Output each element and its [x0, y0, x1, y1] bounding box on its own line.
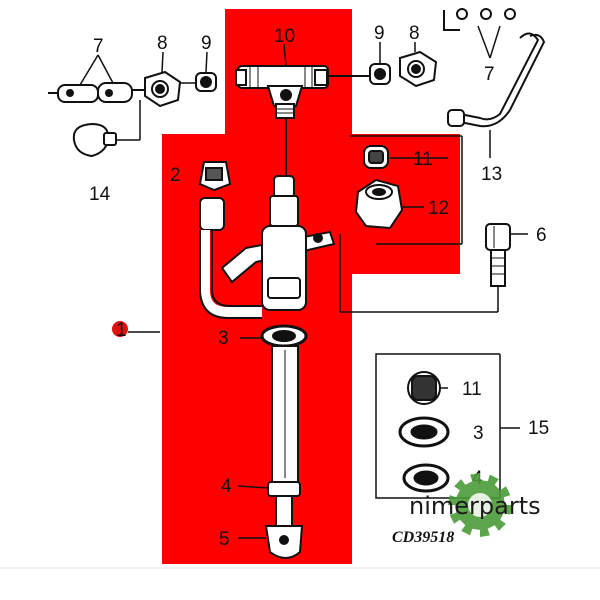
label-6: 6 — [536, 225, 547, 246]
drawing-code: CD39518 — [392, 529, 454, 546]
label-4-main: 4 — [221, 476, 232, 497]
label-7-left: 7 — [93, 36, 104, 57]
label-11-top: 11 — [413, 149, 433, 170]
label-1: 1 — [116, 320, 127, 341]
pipe-segment-left — [48, 82, 133, 103]
nut-left — [144, 51, 182, 108]
nut-right — [399, 42, 438, 88]
label-9-left: 9 — [201, 33, 212, 54]
marker-dot — [112, 321, 128, 337]
label-11-kit: 11 — [462, 379, 482, 400]
label-3-main: 3 — [218, 328, 229, 349]
label-12: 12 — [428, 198, 449, 219]
label-2: 2 — [170, 165, 181, 186]
tee-fitting — [235, 65, 329, 119]
washer-right — [369, 42, 391, 85]
seal-top — [363, 145, 389, 169]
label-3-kit: 3 — [473, 423, 484, 444]
return-pipe — [443, 8, 546, 128]
label-15: 15 — [528, 418, 549, 439]
cap — [198, 161, 232, 192]
label-10: 10 — [274, 26, 295, 47]
kit-seal-11 — [407, 371, 441, 405]
label-13: 13 — [481, 164, 502, 185]
washer-left — [195, 51, 217, 92]
nimerparts-watermark: nimerparts — [409, 473, 541, 537]
watermark-brand: nimerparts — [409, 492, 541, 520]
label-5: 5 — [219, 529, 230, 550]
nut-12 — [354, 178, 404, 230]
label-8-right: 8 — [409, 23, 420, 44]
label-7-right: 7 — [484, 64, 495, 85]
injector-assembly — [199, 175, 336, 559]
label-9-right: 9 — [374, 23, 385, 44]
gear-icon — [448, 473, 512, 537]
kit-washer-3 — [398, 416, 450, 448]
kit-box — [375, 353, 520, 499]
kit-ring-4 — [402, 463, 450, 493]
label-14: 14 — [89, 184, 111, 205]
bleed-screw — [72, 122, 117, 158]
label-8-left: 8 — [157, 33, 168, 54]
bolt — [485, 223, 511, 287]
